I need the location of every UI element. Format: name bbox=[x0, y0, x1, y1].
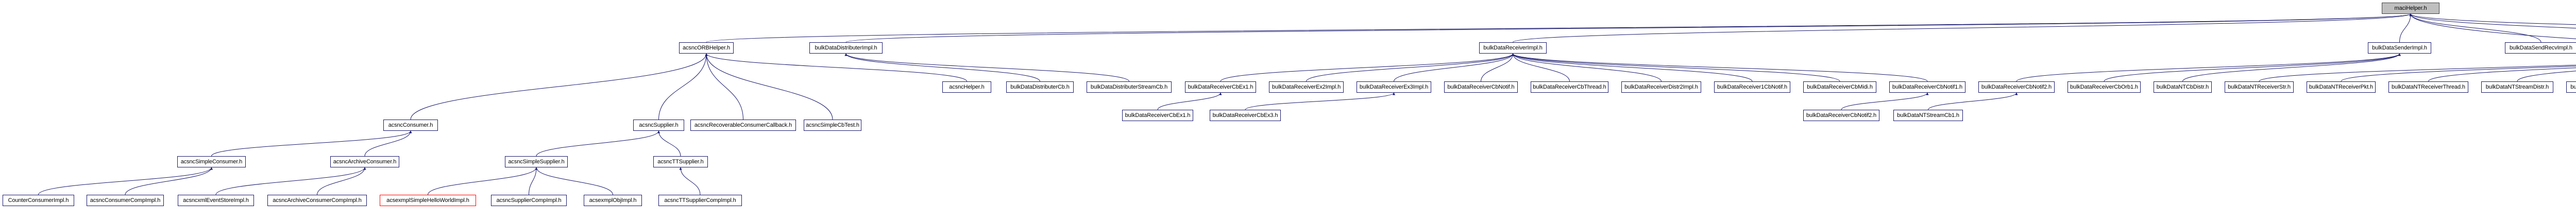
graph-node-bulkdatantreceiverstr-h[interactable]: bulkDataNTReceiverStr.h bbox=[2225, 81, 2294, 93]
graph-edge bbox=[2517, 71, 2576, 82]
graph-node-bulkdatasendrecvimpl-h[interactable]: bulkDataSendRecvImpl.h bbox=[2505, 42, 2576, 54]
graph-edge bbox=[657, 130, 681, 157]
graph-node-bulkdatareceivercbex1-h[interactable]: bulkDataReceiverCbEx1.h bbox=[1185, 81, 1256, 93]
graph-edge bbox=[1157, 92, 1222, 110]
graph-node-acsncttsuppliercompimpl-h[interactable]: acsncTTSupplierCompImpl.h bbox=[658, 195, 742, 206]
graph-node-bulkdatareceiverex2impl-h[interactable]: bulkDataReceiverEx2Impl.h bbox=[1269, 81, 1344, 93]
graph-edge bbox=[2409, 13, 2576, 25]
graph-node-bulkdatareceiverdistr2impl-h[interactable]: bulkDataReceiverDistr2Impl.h bbox=[1621, 81, 1701, 93]
graph-edge bbox=[38, 167, 213, 195]
graph-edge bbox=[844, 53, 1040, 82]
graph-edge bbox=[1841, 92, 1929, 110]
graph-node-bulkdatantstreamext-h[interactable]: bulkDataNTStreamExt.h bbox=[2566, 81, 2576, 93]
graph-node-acsncorbhelper-h[interactable]: acsncORBHelper.h bbox=[679, 42, 734, 54]
graph-edge bbox=[317, 167, 366, 195]
graph-node-bulkdatareceivercbthread-h[interactable]: bulkDataReceiverCbThread.h bbox=[1531, 81, 1608, 93]
graph-edge bbox=[705, 53, 743, 120]
graph-edge bbox=[1245, 92, 1395, 110]
graph-edge bbox=[706, 13, 2412, 43]
graph-edge bbox=[1512, 53, 1570, 82]
graph-edge bbox=[1481, 53, 1514, 82]
graph-node-acsnchelper-h[interactable]: acsncHelper.h bbox=[942, 81, 991, 93]
graph-node-macihelper-h[interactable]: maciHelper.h bbox=[2382, 3, 2439, 14]
graph-node-acsncarchiveconsumercompimpl-h[interactable]: acsncArchiveConsumerCompImpl.h bbox=[267, 195, 367, 206]
graph-node-bulkdatareceiverimpl-h[interactable]: bulkDataReceiverImpl.h bbox=[1479, 42, 1547, 54]
graph-edge bbox=[1306, 53, 1514, 82]
graph-node-bulkdatareceiver1cbnotif-h[interactable]: bulkDataReceiver1CbNotif.h bbox=[1714, 81, 1790, 93]
graph-edge bbox=[1928, 92, 2018, 110]
graph-edge bbox=[705, 53, 967, 82]
graph-node-acsncconsumercompimpl-h[interactable]: acsncConsumerCompImpl.h bbox=[87, 195, 164, 206]
graph-edge bbox=[410, 53, 708, 120]
graph-edge bbox=[705, 53, 833, 120]
graph-node-bulkdatareceivercbnotif-h[interactable]: bulkDataReceiverCbNotif.h bbox=[1444, 81, 1518, 93]
graph-node-bulkdatareceivercbnotif2-h[interactable]: bulkDataReceiverCbNotif2.h bbox=[1803, 110, 1879, 121]
graph-node-bulkdatadistributerstreamcb-h[interactable]: bulkDataDistributerStreamCb.h bbox=[1087, 81, 1172, 93]
graph-edge bbox=[529, 167, 538, 195]
graph-edge bbox=[1394, 53, 1514, 82]
graph-node-bulkdatadistributerimpl-h[interactable]: bulkDataDistributerImpl.h bbox=[809, 42, 883, 54]
graph-edge bbox=[2409, 13, 2576, 29]
graph-node-acsncxmleventstoreimpl-h[interactable]: acsncxmlEventStoreImpl.h bbox=[178, 195, 254, 206]
graph-edge bbox=[658, 53, 708, 120]
graph-node-acsncconsumer-h[interactable]: acsncConsumer.h bbox=[383, 120, 438, 131]
graph-edge bbox=[1512, 53, 1662, 82]
graph-edge bbox=[125, 167, 213, 195]
graph-node-bulkdatareceivercbex1-h[interactable]: bulkDataReceiverCbEx1.h bbox=[1122, 110, 1193, 121]
graph-edge bbox=[1220, 53, 1514, 82]
graph-node-bulkdatadistributercb-h[interactable]: bulkDataDistributerCb.h bbox=[1006, 81, 1074, 93]
graph-node-bulkdatasenderimpl-h[interactable]: bulkDataSenderImpl.h bbox=[2368, 42, 2431, 54]
graph-node-bulkdatantcbdistr-h[interactable]: bulkDataNTCbDistr.h bbox=[2154, 81, 2212, 93]
graph-node-acsncsuppliercompimpl-h[interactable]: acsncSupplierCompImpl.h bbox=[491, 195, 567, 206]
graph-edge bbox=[2399, 13, 2412, 43]
graph-edge bbox=[2341, 65, 2576, 82]
graph-node-bulkdatareceivercbnotif2-h[interactable]: bulkDataReceiverCbNotif2.h bbox=[1978, 81, 2055, 93]
graph-node-bulkdatareceivercborb1-h[interactable]: bulkDataReceiverCbOrb1.h bbox=[2067, 81, 2141, 93]
graph-edge bbox=[211, 130, 412, 157]
graph-node-acsncsimplesupplier-h[interactable]: acsncSimpleSupplier.h bbox=[505, 156, 568, 167]
graph-node-acsncttsupplier-h[interactable]: acsncTTSupplier.h bbox=[653, 156, 708, 167]
graph-node-acsncsimplecbtest-h[interactable]: acsncSimpleCbTest.h bbox=[804, 120, 861, 131]
graph-edge bbox=[215, 167, 366, 195]
graph-node-acsncrecoverableconsumercallback-h[interactable]: acsncRecoverableConsumerCallback.h bbox=[690, 120, 796, 131]
graph-node-acsexmplsimplehelloworldimpl-h[interactable]: acsexmplSimpleHelloWorldImpl.h bbox=[380, 195, 476, 206]
graph-edge bbox=[844, 53, 1129, 82]
graph-node-bulkdatantreceiverpkt-h[interactable]: bulkDataNTReceiverPkt.h bbox=[2307, 81, 2376, 93]
graph-node-bulkdatantstreamdistr-h[interactable]: bulkDataNTStreamDistr.h bbox=[2481, 81, 2553, 93]
graph-node-bulkdatareceivercbmidi-h[interactable]: bulkDataReceiverCbMidi.h bbox=[1803, 81, 1876, 93]
graph-edge bbox=[535, 167, 613, 195]
graph-edge bbox=[428, 167, 538, 195]
graph-edge bbox=[2104, 53, 2401, 82]
graph-node-acsncsupplier-h[interactable]: acsncSupplier.h bbox=[633, 120, 684, 131]
graph-node-acsncsimpleconsumer-h[interactable]: acsncSimpleConsumer.h bbox=[177, 156, 246, 167]
graph-node-bulkdatantreceiverthread-h[interactable]: bulkDataNTReceiverThread.h bbox=[2388, 81, 2468, 93]
graph-edge bbox=[845, 13, 2412, 43]
graph-edge bbox=[2259, 64, 2576, 82]
graph-node-bulkdatareceiverex3impl-h[interactable]: bulkDataReceiverEx3Impl.h bbox=[1357, 81, 1431, 93]
graph-edge bbox=[2409, 13, 2541, 43]
graph-edge bbox=[1512, 53, 1928, 82]
graph-edge bbox=[2428, 67, 2576, 82]
graph-edge bbox=[1512, 53, 1753, 82]
graph-edge bbox=[1512, 53, 1840, 82]
graph-edge bbox=[2016, 53, 2401, 82]
graph-node-acsexmplobjimpl-h[interactable]: acsexmplObjImpl.h bbox=[584, 195, 642, 206]
graph-edge bbox=[536, 130, 660, 157]
graph-node-counterconsumerimpl-h[interactable]: CounterConsumerImpl.h bbox=[3, 195, 74, 206]
graph-edge bbox=[364, 130, 412, 157]
graph-edge bbox=[2182, 53, 2401, 82]
graph-node-bulkdatantstreamcb1-h[interactable]: bulkDataNTStreamCb1.h bbox=[1893, 110, 1963, 121]
graph-edge bbox=[679, 167, 701, 195]
graph-node-bulkdatareceivercbnotif1-h[interactable]: bulkDataReceiverCbNotif1.h bbox=[1889, 81, 1965, 93]
graph-node-acsncarchiveconsumer-h[interactable]: acsncArchiveConsumer.h bbox=[330, 156, 399, 167]
graph-edge bbox=[1513, 13, 2412, 43]
graph-node-bulkdatareceivercbex3-h[interactable]: bulkDataReceiverCbEx3.h bbox=[1210, 110, 1281, 121]
